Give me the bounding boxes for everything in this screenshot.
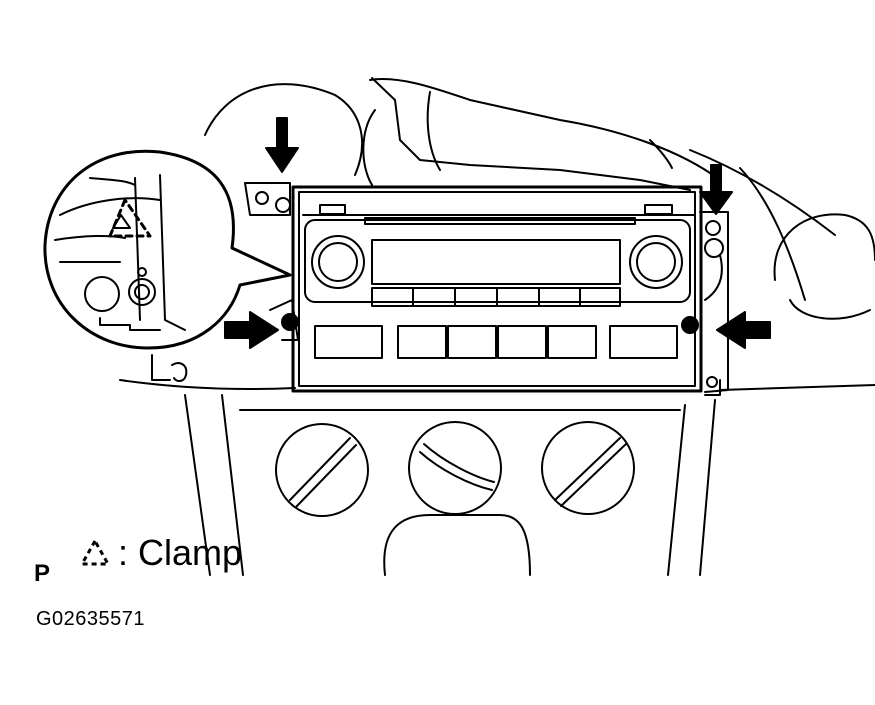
clamp-detail-callout xyxy=(45,151,290,348)
clip-marks xyxy=(152,355,186,381)
console-dial-center xyxy=(409,422,501,514)
arrow-left-right-side xyxy=(717,312,770,348)
radio-head-unit xyxy=(293,187,701,391)
arrows xyxy=(225,118,770,348)
legend-label: : Clamp xyxy=(118,532,243,573)
arrow-right-left-side xyxy=(225,312,278,348)
legend-prefix: P xyxy=(34,560,51,587)
console-dial-right xyxy=(542,422,634,514)
right-air-vent xyxy=(775,214,875,318)
arrow-down-left xyxy=(266,118,298,172)
dashed-triangle-clamp-icon xyxy=(78,538,112,568)
right-mounting-bracket xyxy=(682,212,728,392)
console-dial-left xyxy=(276,424,368,516)
center-console-panel xyxy=(185,395,715,575)
arrow-down-right xyxy=(700,165,732,214)
figure-code: G02635571 xyxy=(36,608,146,630)
dashboard-outline xyxy=(120,78,875,395)
